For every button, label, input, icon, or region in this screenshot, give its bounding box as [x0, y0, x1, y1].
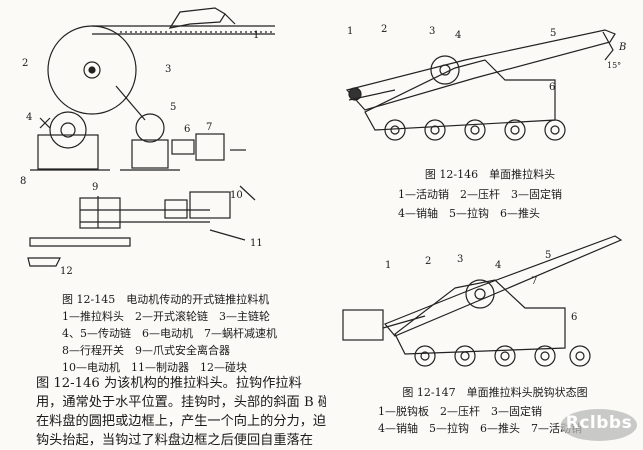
fig146-label: 2 — [381, 24, 387, 35]
fig147-label: 4 — [495, 260, 501, 271]
fig145-label: 6 — [184, 124, 190, 135]
legend-line: 8—行程开关 9—爪式安全离合器 — [62, 344, 230, 357]
legend-line: 4、5—传动链 6—电动机 7—蜗杆减速机 — [62, 327, 277, 340]
fig147-label: 5 — [545, 250, 551, 261]
body-line: 图 12-146 为该机构的推拉料头。拉钩作拉料 — [36, 376, 302, 391]
fig145-label: 5 — [170, 102, 176, 113]
fig146-label: 4 — [455, 30, 461, 41]
fig145-label: 10 — [230, 190, 243, 201]
fig145-label: 1 — [253, 30, 259, 41]
legend-line: 10—电动机 11—制动器 12—碰块 — [62, 361, 247, 374]
figure-12-147-legend: 1—脱钩板 2—压杆 3—固定销 4—销轴 5—拉钩 6—推头 7—活动销 — [378, 403, 582, 437]
legend-line: 4—销轴 5—拉钩 6—推头 — [398, 207, 540, 220]
legend-line: 4—销轴 5—拉钩 6—推头 7—活动销 — [378, 422, 582, 435]
figure-12-146-legend: 1—活动销 2—压杆 3—固定销 4—销轴 5—拉钩 6—推头 — [398, 185, 562, 223]
fig145-label: 2 — [22, 58, 28, 69]
fig145-label: 8 — [20, 176, 26, 187]
body-line: 用，通常处于水平位置。挂钩时，头部的斜面 B 碰 — [36, 395, 326, 410]
fig145-label: 9 — [92, 182, 98, 193]
legend-line: 1—推拉料头 2—开式滚轮链 3—主链轮 — [62, 310, 270, 323]
fig146-label: 3 — [429, 26, 435, 37]
figure-12-145-drawing: 1 2 3 4 5 6 7 8 9 10 11 12 — [20, 7, 275, 277]
figure-12-147-caption: 图 12-147 单面推拉料头脱钩状态图 — [402, 386, 588, 399]
watermark-logo: Rclbbs — [559, 407, 639, 443]
legend-line: 1—活动销 2—压杆 3—固定销 — [398, 188, 562, 201]
figure-12-147-drawing: 1 2 3 4 5 6 7 — [342, 235, 623, 367]
fig145-label: 11 — [250, 238, 263, 249]
fig145-label: 3 — [165, 64, 171, 75]
watermark-text: Rclbbs — [565, 413, 633, 433]
figure-12-146-caption: 图 12-146 单面推拉料头 — [424, 168, 556, 181]
fig145-label: 4 — [26, 112, 32, 123]
body-line: 在料盘的圆把或边框上，产生一个向上的分力，迫使 — [36, 414, 326, 429]
fig146-label: 1 — [347, 26, 353, 37]
fig145-label: 7 — [206, 122, 212, 133]
body-paragraph: 图 12-146 为该机构的推拉料头。拉钩作拉料 用，通常处于水平位置。挂钩时，… — [36, 374, 326, 450]
fig146-label: B — [618, 42, 626, 53]
fig147-label: 7 — [531, 276, 537, 287]
watermark-badge — [561, 409, 637, 441]
fig146-label: 5 — [550, 28, 556, 39]
fig146-label: 15° — [607, 61, 621, 70]
figure-12-145-caption: 图 12-145 电动机传动的开式链推拉料机 — [62, 293, 270, 306]
body-line: 钩头抬起，当钩过了料盘边框之后便回自重落在 — [36, 433, 313, 448]
fig147-label: 1 — [385, 260, 391, 271]
fig147-label: 2 — [425, 256, 431, 267]
fig147-label: 6 — [571, 312, 577, 323]
legend-line: 1—脱钩板 2—压杆 3—固定销 — [378, 405, 542, 418]
figure-12-145-legend: 1—推拉料头 2—开式滚轮链 3—主链轮 4、5—传动链 6—电动机 7—蜗杆减… — [62, 308, 277, 376]
fig146-label: 6 — [549, 82, 555, 93]
fig147-label: 3 — [457, 254, 463, 265]
figure-12-146-drawing: 1 2 3 4 5 6 B 15° — [345, 24, 626, 141]
fig145-label: 12 — [60, 266, 73, 277]
